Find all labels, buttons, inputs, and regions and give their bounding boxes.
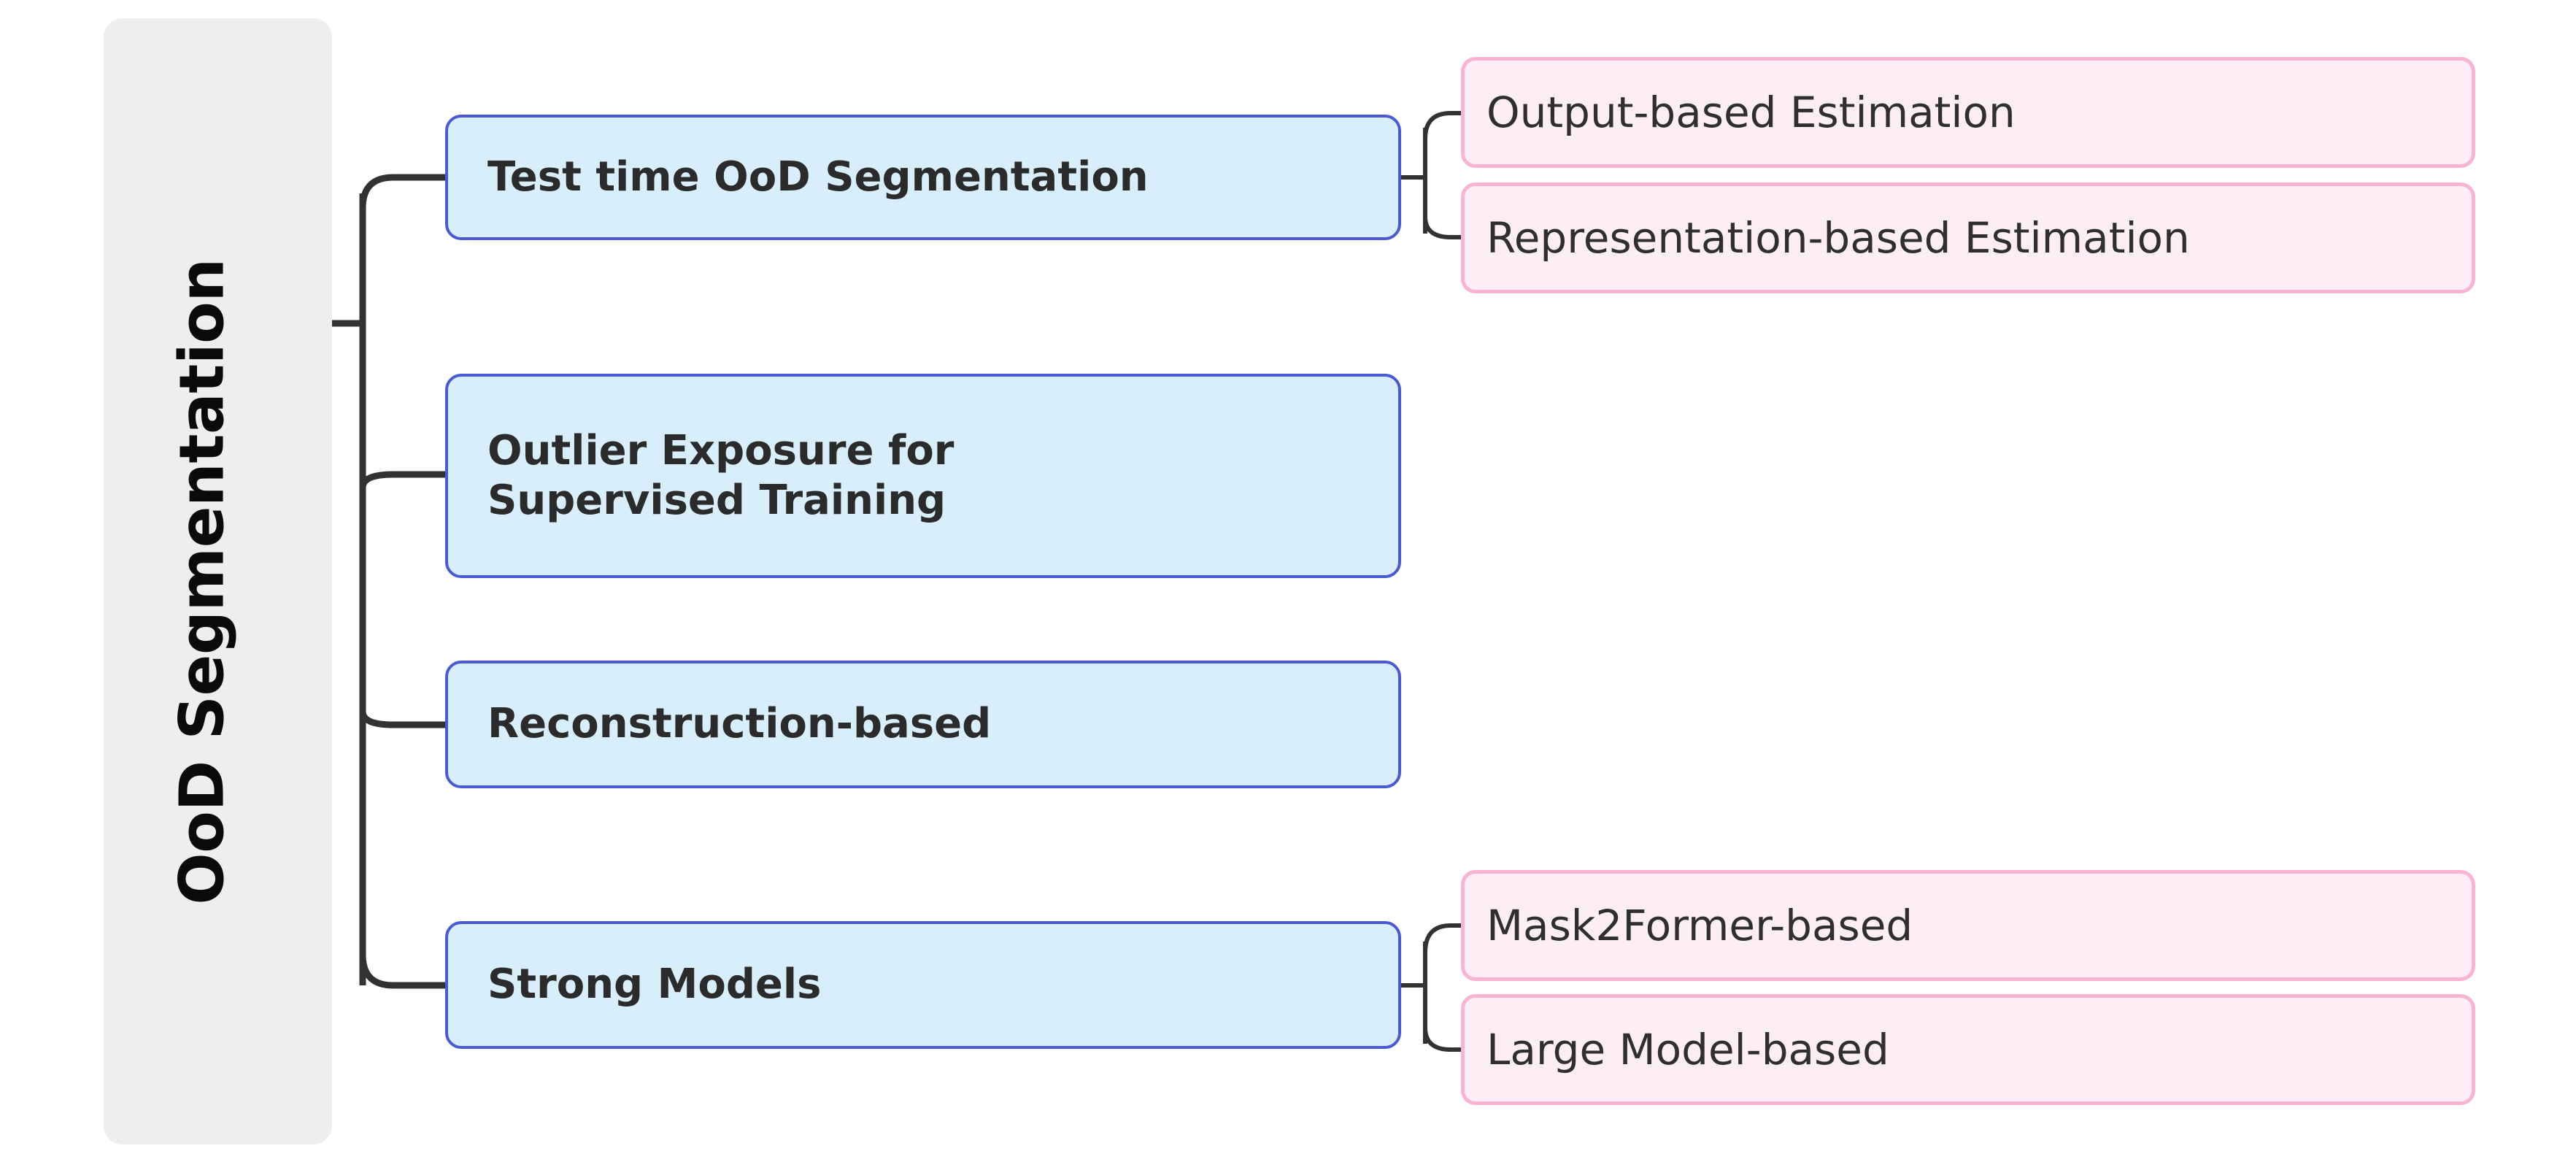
leaf-node-mask2former-based[interactable]: Mask2Former-based (1461, 870, 2475, 981)
leaf-node-label: Representation-based Estimation (1486, 213, 2190, 263)
branch-node-outlier-exposure-for-supervised-training[interactable]: Outlier Exposure for Supervised Training (445, 374, 1401, 578)
root-node[interactable]: OoD Segmentation (104, 18, 332, 1144)
branch-node-label: Test time OoD Segmentation (487, 153, 1149, 201)
branch-node-strong-models[interactable]: Strong Models (445, 921, 1401, 1049)
branch-node-label: Strong Models (487, 961, 822, 1009)
leaf-node-output-based-estimation[interactable]: Output-based Estimation (1461, 57, 2475, 168)
branch-node-test-time-ood-segmentation[interactable]: Test time OoD Segmentation (445, 115, 1401, 240)
branch-node-label: Reconstruction-based (487, 700, 992, 748)
leaf-node-label: Mask2Former-based (1486, 901, 1913, 950)
leaf-node-representation-based-estimation[interactable]: Representation-based Estimation (1461, 182, 2475, 293)
leaf-node-large-model-based[interactable]: Large Model-based (1461, 994, 2475, 1105)
root-node-label: OoD Segmentation (166, 258, 238, 905)
leaf-node-label: Output-based Estimation (1486, 88, 2016, 137)
branch-node-reconstruction-based[interactable]: Reconstruction-based (445, 661, 1401, 788)
leaf-node-label: Large Model-based (1486, 1025, 1889, 1074)
branch-node-label: Outlier Exposure for Supervised Training (487, 426, 955, 524)
